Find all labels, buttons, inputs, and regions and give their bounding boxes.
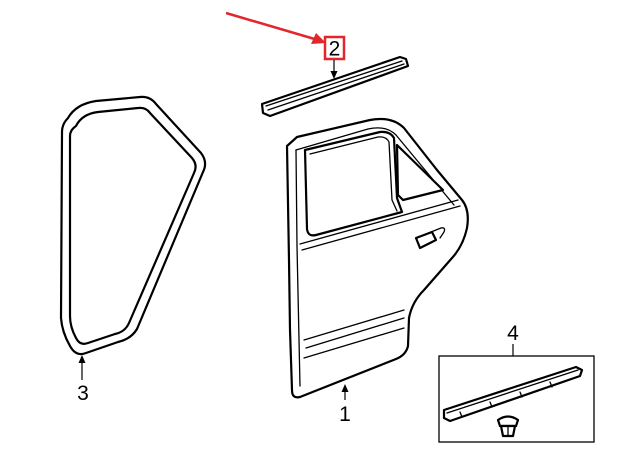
callout-1-leader bbox=[341, 384, 349, 400]
callout-2-leader bbox=[330, 60, 338, 79]
callout-2-highlight-box[interactable] bbox=[323, 35, 346, 61]
callout-3-label: 3 bbox=[77, 382, 89, 405]
callout-2-label: 2 bbox=[329, 38, 341, 61]
highlight-arrow bbox=[225, 11, 326, 44]
rear-door-part[interactable] bbox=[285, 117, 469, 399]
callout-3-leader bbox=[78, 355, 86, 380]
callout-4-label: 4 bbox=[507, 322, 519, 345]
molding-kit-strip[interactable] bbox=[442, 365, 584, 423]
belt-molding-part[interactable] bbox=[260, 55, 410, 118]
molding-kit-clip[interactable] bbox=[496, 415, 520, 438]
weatherstrip-part[interactable] bbox=[59, 95, 207, 356]
callout-1-label: 1 bbox=[339, 403, 351, 426]
